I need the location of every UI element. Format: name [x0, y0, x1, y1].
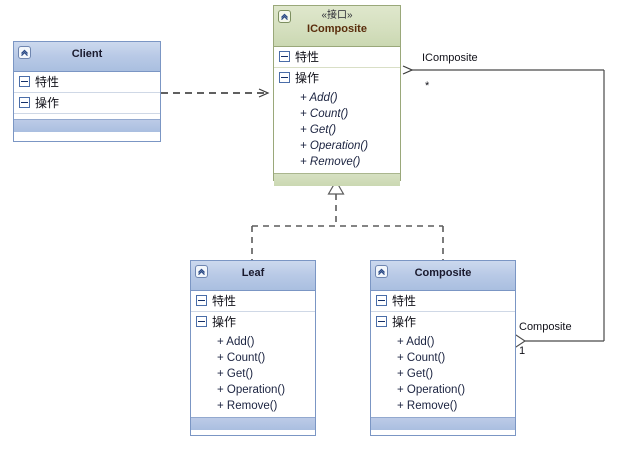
- edge-label-composite-role: Composite: [519, 321, 572, 333]
- class-title-client: Client: [71, 48, 103, 60]
- minus-box-icon[interactable]: [19, 76, 30, 87]
- member-item: + Count(): [397, 352, 446, 364]
- member-item: + Get(): [217, 368, 254, 380]
- minus-box-icon[interactable]: [196, 295, 207, 306]
- member-list-client: [14, 114, 160, 119]
- member-item: + Count(): [217, 352, 266, 364]
- class-footer-client: [14, 119, 160, 132]
- minus-box-icon[interactable]: [279, 72, 290, 83]
- class-header-composite: Composite: [371, 261, 515, 291]
- section-label-operations: 操作: [35, 96, 60, 110]
- edge-multiplicity-icomposite-end: *: [425, 80, 430, 92]
- section-label-operations: 操作: [295, 71, 320, 85]
- member-item: + Add(): [217, 336, 255, 348]
- edge-realization-tree: [251, 179, 444, 260]
- section-operations-leaf[interactable]: 操作: [191, 312, 315, 332]
- section-label-attributes: 特性: [35, 75, 60, 89]
- minus-box-icon[interactable]: [376, 295, 387, 306]
- member-item: + Operation(): [217, 384, 286, 396]
- class-header-client: Client: [14, 42, 160, 72]
- member-item: + Operation(): [300, 140, 369, 152]
- section-attributes-composite[interactable]: 特性: [371, 291, 515, 312]
- section-operations-icomposite[interactable]: 操作: [274, 68, 400, 88]
- section-operations-composite[interactable]: 操作: [371, 312, 515, 332]
- chevron-up-icon[interactable]: [278, 10, 291, 23]
- edge-multiplicity-composite-end: 1: [519, 345, 526, 357]
- edge-label-icomposite-role: IComposite: [422, 52, 478, 64]
- member-list-leaf: + Add() + Count() + Get() + Operation() …: [191, 332, 315, 417]
- member-list-icomposite: + Add() + Count() + Get() + Operation() …: [274, 88, 400, 173]
- class-box-composite[interactable]: Composite 特性 操作 + Add() + Count() + Get(…: [370, 260, 516, 436]
- section-label-attributes: 特性: [212, 294, 237, 308]
- minus-box-icon[interactable]: [279, 51, 290, 62]
- member-item: + Add(): [397, 336, 435, 348]
- minus-box-icon[interactable]: [196, 316, 207, 327]
- minus-box-icon[interactable]: [19, 97, 30, 108]
- member-item: + Remove(): [397, 400, 458, 412]
- chevron-up-icon[interactable]: [18, 46, 31, 59]
- section-label-operations: 操作: [392, 315, 417, 329]
- minus-box-icon[interactable]: [376, 316, 387, 327]
- chevron-up-icon[interactable]: [375, 265, 388, 278]
- class-footer-leaf: [191, 417, 315, 430]
- class-footer-icomposite: [274, 173, 400, 186]
- class-box-client[interactable]: Client 特性 操作: [13, 41, 161, 142]
- member-item: + Count(): [300, 108, 349, 120]
- member-item: + Add(): [300, 92, 338, 104]
- member-item: + Get(): [300, 124, 337, 136]
- class-body-icomposite: 特性 操作 + Add() + Count() + Get() + Operat…: [274, 47, 400, 173]
- class-body-client: 特性 操作: [14, 72, 160, 119]
- member-item: + Remove(): [300, 156, 361, 168]
- chevron-up-icon[interactable]: [195, 265, 208, 278]
- section-attributes-client[interactable]: 特性: [14, 72, 160, 93]
- class-box-leaf[interactable]: Leaf 特性 操作 + Add() + Count() + Get() + O…: [190, 260, 316, 436]
- class-box-icomposite[interactable]: «接口» IComposite 特性 操作 + Add() + Count() …: [273, 5, 401, 186]
- section-label-attributes: 特性: [295, 50, 320, 64]
- class-header-leaf: Leaf: [191, 261, 315, 291]
- class-body-leaf: 特性 操作 + Add() + Count() + Get() + Operat…: [191, 291, 315, 417]
- member-item: + Operation(): [397, 384, 466, 396]
- section-label-operations: 操作: [212, 315, 237, 329]
- class-stereotype-icomposite: «接口»: [321, 10, 353, 21]
- class-title-icomposite: IComposite: [307, 23, 367, 35]
- class-footer-composite: [371, 417, 515, 430]
- class-header-icomposite: «接口» IComposite: [274, 6, 400, 47]
- section-operations-client[interactable]: 操作: [14, 93, 160, 114]
- member-item: + Get(): [397, 368, 434, 380]
- class-body-composite: 特性 操作 + Add() + Count() + Get() + Operat…: [371, 291, 515, 417]
- class-title-leaf: Leaf: [241, 267, 265, 279]
- section-attributes-leaf[interactable]: 特性: [191, 291, 315, 312]
- section-attributes-icomposite[interactable]: 特性: [274, 47, 400, 68]
- class-title-composite: Composite: [414, 267, 472, 279]
- member-list-composite: + Add() + Count() + Get() + Operation() …: [371, 332, 515, 417]
- section-label-attributes: 特性: [392, 294, 417, 308]
- member-item: + Remove(): [217, 400, 278, 412]
